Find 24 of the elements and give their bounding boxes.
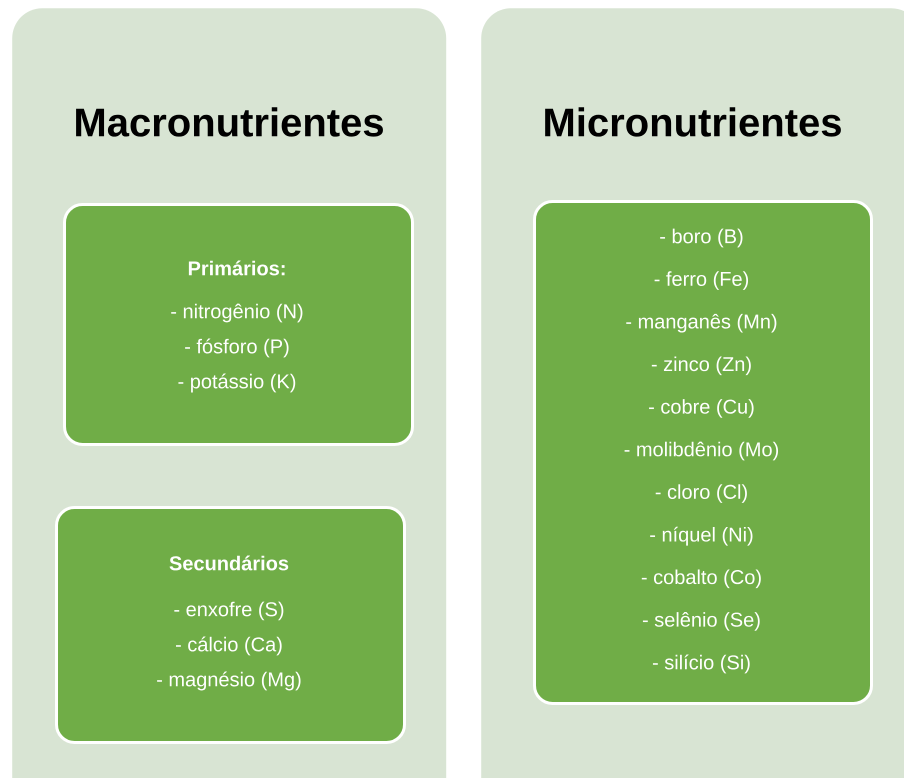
panel-title: Micronutrientes: [545, 107, 841, 137]
list-item: - cloro (Cl): [656, 484, 747, 503]
list-item: - selênio (Se): [642, 612, 760, 631]
list-item: - potássio (K): [178, 374, 296, 392]
list-item: - manganês (Mn): [626, 314, 776, 333]
box-heading: Secundários: [170, 556, 288, 570]
list-item: - fósforo (P): [185, 338, 289, 358]
content-box: [55, 506, 406, 744]
content-box: [533, 200, 873, 705]
list-item: - molibdênio (Mo): [624, 442, 778, 460]
list-item: - ferro (Fe): [654, 271, 748, 290]
box-heading: Primários:: [188, 260, 285, 276]
content-box: [63, 203, 414, 446]
list-item: - cobalto (Co): [642, 569, 761, 588]
list-item: - cobre (Cu): [649, 399, 754, 418]
list-item: - zinco (Zn): [652, 356, 751, 376]
list-item: - cálcio (Ca): [176, 636, 282, 656]
list-item: - silício (Si): [652, 654, 750, 674]
list-item: - níquel (Ni): [650, 526, 752, 546]
list-item: - enxofre (S): [174, 602, 284, 620]
list-item: - boro (B): [660, 228, 742, 248]
list-item: - magnésio (Mg): [157, 672, 301, 690]
panel-title: Macronutrientes: [76, 107, 383, 137]
list-item: - nitrogênio (N): [171, 304, 302, 322]
